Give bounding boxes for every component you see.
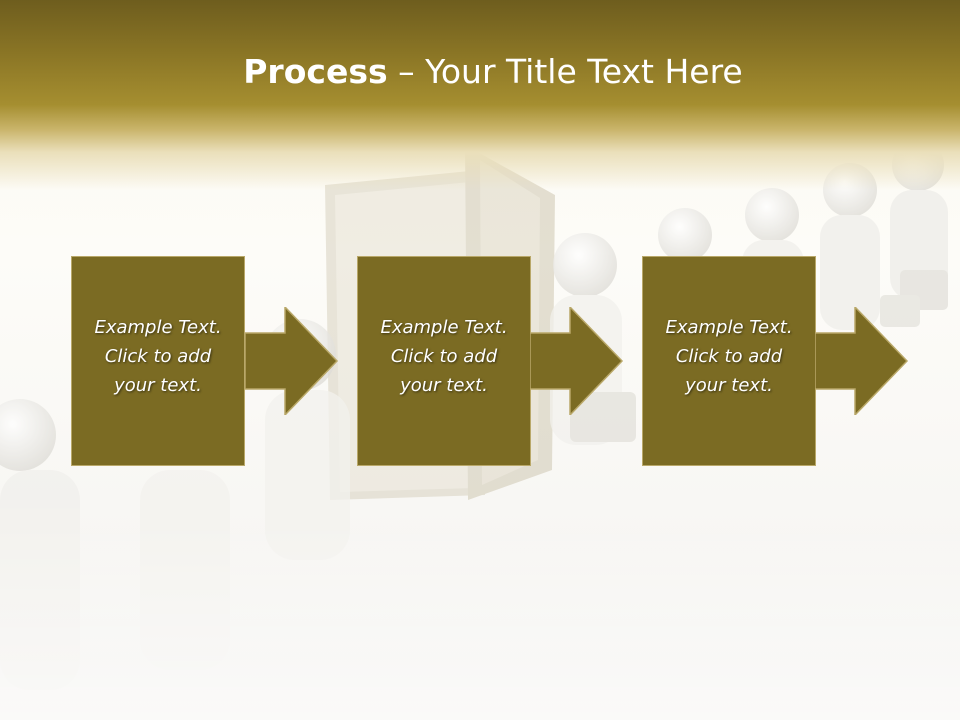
- step-1-text[interactable]: Example Text. Click to add your text.: [94, 317, 222, 396]
- process-step-1[interactable]: Example Text. Click to add your text.: [71, 256, 245, 466]
- header-band: [0, 0, 960, 190]
- step-2-text[interactable]: Example Text. Click to add your text.: [380, 317, 508, 396]
- title-rest: – Your Title Text Here: [387, 52, 743, 91]
- process-step-2[interactable]: Example Text. Click to add your text.: [357, 256, 531, 466]
- title-bold: Process: [243, 52, 388, 91]
- step-3-text[interactable]: Example Text. Click to add your text.: [665, 317, 793, 396]
- process-step-3[interactable]: Example Text. Click to add your text.: [642, 256, 816, 466]
- arrow-right-icon: [530, 307, 624, 415]
- arrow-right-icon: [245, 307, 339, 415]
- slide-title[interactable]: Process – Your Title Text Here: [0, 52, 960, 91]
- arrow-right-icon: [815, 307, 909, 415]
